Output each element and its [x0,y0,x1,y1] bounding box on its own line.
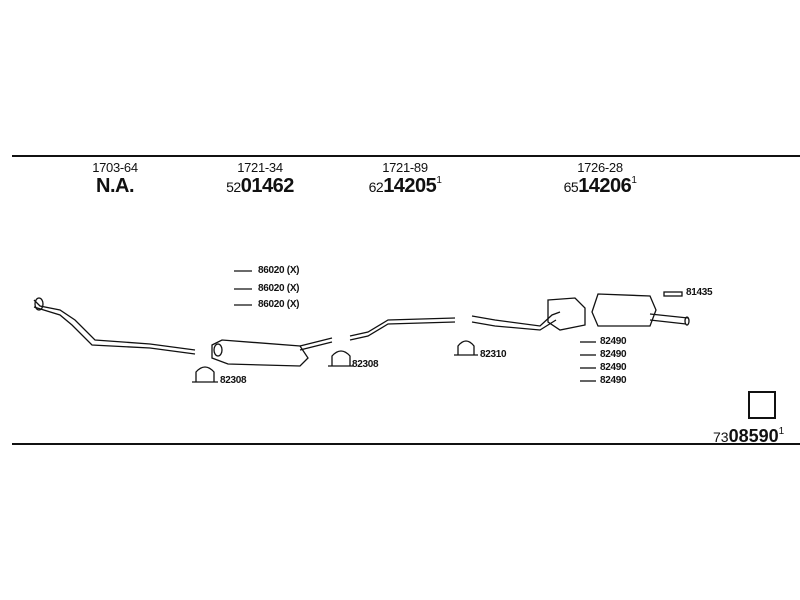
tailpipe [649,313,689,325]
top-rule [12,155,800,157]
label-hanger-3: 86020 (X) [258,299,300,310]
label-bracket-1: 82490 [600,336,627,347]
column-1: 1703-64 N.A. [75,160,155,198]
label-clamp-b: 82308 [352,359,379,370]
code-main: 01462 [240,175,295,197]
code-suffix: 1 [631,175,637,186]
front-pipe [33,299,196,351]
label-bracket-3: 82490 [600,362,627,373]
middle-muffler-pipe [299,337,333,351]
front-pipe-edge [33,306,196,355]
front-flange [34,297,44,311]
label-bracket-2: 82490 [600,349,627,360]
part-number: 1721-89 [382,160,428,175]
reference-suffix: 1 [778,426,785,437]
part-number: 1703-64 [92,160,138,175]
tailpipe-end [684,316,690,326]
label-bracket-4: 82490 [600,375,627,386]
part-code: 62142051 [355,175,455,198]
code-prefix: 52 [226,179,241,195]
part-code: 5201462 [215,175,305,198]
label-clamp-a: 82308 [220,375,247,386]
middle-muffler-inlet [213,343,223,357]
column-4: 1726-28 65142061 [550,160,650,198]
code-main: N.A. [96,175,135,197]
rubber-mount [663,291,683,297]
part-number: 1721-34 [237,160,283,175]
part-number: 1726-28 [577,160,623,175]
column-2: 1721-34 5201462 [215,160,305,198]
bottom-rule [12,443,800,445]
clamp-a-shape [192,366,218,383]
code-prefix: 65 [563,179,579,195]
label-hanger-1: 86020 (X) [258,265,300,276]
connecting-pipe [349,317,456,341]
code-main: 14205 [383,175,437,197]
label-hanger-2: 86020 (X) [258,283,300,294]
rear-muffler-2 [591,293,657,327]
column-3: 1721-89 62142051 [355,160,455,198]
rear-muffler-1 [547,297,586,331]
code-suffix: 1 [436,175,442,186]
label-clamp-c: 82310 [480,349,507,360]
middle-muffler [211,339,309,367]
code-prefix: 62 [368,179,384,195]
clamp-b-shape [328,350,354,367]
reference-prefix: 73 [713,429,729,445]
reference-number: 73085901 [713,426,784,447]
part-code: 65142061 [550,175,650,198]
reference-code: 08590 [728,426,779,446]
code-main: 14206 [578,175,632,197]
rear-pipe [471,311,561,331]
label-rubber: 81435 [686,287,713,298]
clamp-c-shape [454,340,478,356]
part-code: N.A. [75,175,155,198]
catalog-logo-icon [748,391,776,419]
